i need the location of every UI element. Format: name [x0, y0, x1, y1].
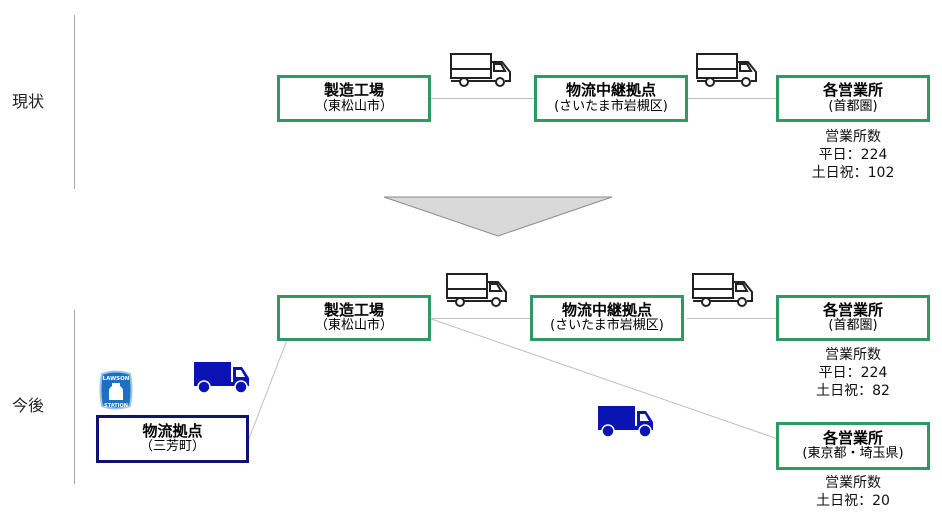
stats-weekday: 平日：224: [818, 147, 888, 163]
stats-heading: 営業所数: [825, 129, 881, 145]
node-title: 物流中継拠点: [565, 81, 656, 100]
node-subtitle: (首都圏): [828, 98, 878, 114]
section-divider-current: [74, 15, 75, 189]
connector-factory-relay: [430, 98, 536, 99]
truck-outline-icon: [446, 272, 510, 308]
future-offices-metro-stats: 営業所数 平日：224 土日祝：82: [776, 346, 930, 400]
node-title: 各営業所: [822, 428, 883, 447]
svg-text:LAWSON: LAWSON: [103, 376, 130, 382]
stats-weekend: 土日祝：20: [816, 493, 890, 509]
node-title: 物流拠点: [142, 421, 203, 440]
future-offices-tokyo-saitama-node: 各営業所 (東京都・埼玉県): [776, 422, 930, 470]
node-subtitle: (さいたま市岩槻区): [554, 98, 668, 114]
svg-text:STATION: STATION: [104, 403, 128, 409]
truck-outline-icon: [692, 272, 756, 308]
section-divider-future: [74, 310, 75, 484]
connector-relay-offices: [687, 318, 777, 319]
connector-relay-offices: [687, 98, 777, 99]
current-offices-stats: 営業所数 平日：224 土日祝：102: [776, 128, 930, 182]
stats-weekend: 土日祝：82: [816, 383, 890, 399]
node-subtitle: （三芳町）: [139, 439, 205, 455]
node-title: 各営業所: [822, 81, 883, 100]
down-triangle-arrow: [383, 196, 613, 238]
node-subtitle: (東京都・埼玉県): [802, 446, 904, 462]
stats-weekend: 土日祝：102: [811, 165, 895, 181]
current-factory-node: 製造工場 （東松山市）: [277, 75, 431, 122]
future-hub-node: 物流拠点 （三芳町）: [96, 415, 249, 463]
node-subtitle: （東松山市）: [314, 318, 393, 334]
truck-outline-icon: [450, 52, 514, 88]
node-title: 各営業所: [822, 300, 883, 319]
truck-outline-icon: [696, 52, 760, 88]
current-offices-node: 各営業所 (首都圏): [776, 75, 930, 122]
truck-solid-icon: [598, 406, 656, 438]
connector-factory-relay: [430, 318, 536, 319]
stats-weekday: 平日：224: [818, 365, 888, 381]
stats-heading: 営業所数: [825, 475, 881, 491]
future-offices-tokyo-saitama-stats: 営業所数 土日祝：20: [776, 474, 930, 510]
section-label-current: 現状: [12, 92, 45, 111]
node-title: 製造工場: [323, 81, 384, 100]
lawson-station-logo: LAWSON STATION: [96, 370, 136, 410]
node-subtitle: （東松山市）: [314, 98, 393, 114]
future-offices-metro-node: 各営業所 (首都圏): [776, 295, 930, 341]
stats-heading: 営業所数: [825, 347, 881, 363]
node-subtitle: (さいたま市岩槻区): [550, 318, 664, 334]
current-relay-node: 物流中継拠点 (さいたま市岩槻区): [534, 75, 688, 122]
node-subtitle: (首都圏): [828, 318, 878, 334]
future-relay-node: 物流中継拠点 (さいたま市岩槻区): [530, 295, 684, 341]
section-label-future: 今後: [12, 396, 45, 415]
truck-solid-icon: [194, 362, 252, 394]
future-factory-node: 製造工場 （東松山市）: [277, 295, 431, 341]
node-title: 製造工場: [323, 300, 384, 319]
node-title: 物流中継拠点: [561, 300, 652, 319]
